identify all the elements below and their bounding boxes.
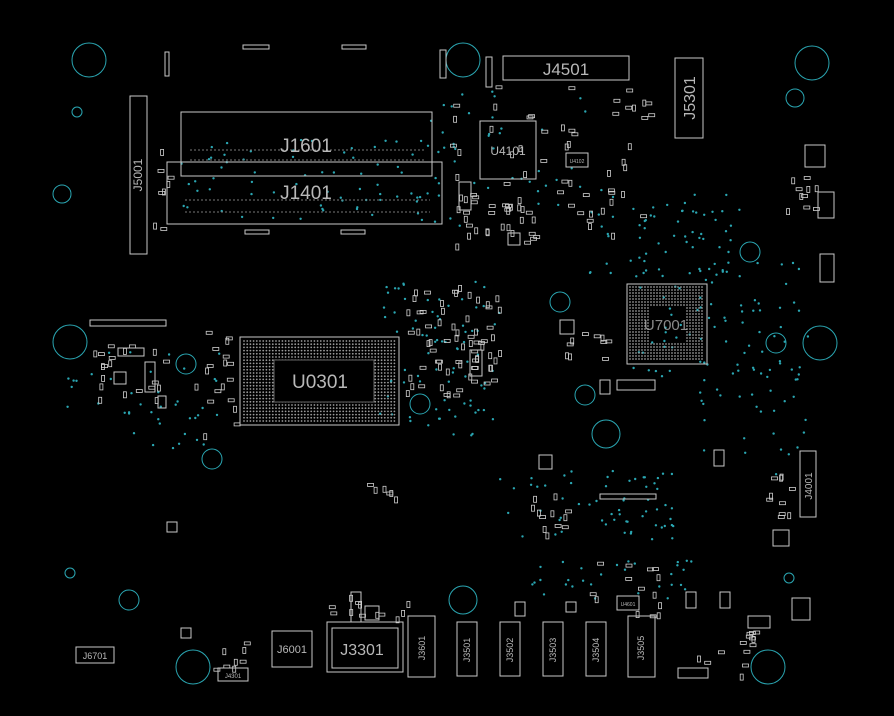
j6701-label: J6701 [83, 651, 108, 661]
connector-j3601: J3601 [407, 615, 436, 678]
u4101-label: U4101 [490, 144, 526, 158]
connector-j5301: J5301 [674, 57, 704, 139]
mounting-hole [52, 324, 88, 360]
mounting-hole [750, 649, 786, 685]
j4301-label: J4301 [225, 674, 242, 680]
header-strip [89, 319, 167, 327]
chip-u4102: U4102 [565, 152, 589, 168]
connector-j3301: J3301 [326, 621, 404, 673]
chip-u4601: U4601 [616, 595, 640, 611]
header-strip [164, 51, 170, 77]
mounting-hole [574, 384, 596, 406]
mounting-hole [409, 393, 431, 415]
mounting-hole [175, 353, 197, 375]
header-strip [485, 56, 493, 88]
connector-j6001: J6001 [271, 630, 313, 668]
mounting-hole [201, 448, 223, 470]
mounting-hole [783, 572, 795, 584]
chip-u7001: U7001 [626, 283, 708, 365]
mounting-hole [794, 45, 830, 81]
connector-j5001: J5001 [129, 95, 148, 255]
j3504-label: J3504 [591, 638, 601, 663]
connector-j3504: J3504 [585, 621, 607, 677]
mounting-hole [71, 106, 83, 118]
passive-components [93, 85, 820, 681]
header-strip [439, 49, 447, 79]
mounting-hole [445, 42, 481, 78]
j3601-label: J3601 [417, 636, 427, 661]
chip-u4101: U4101 [479, 120, 537, 180]
mounting-hole [71, 42, 107, 78]
misc-outlines [113, 144, 835, 679]
j3505-label: J3505 [636, 636, 646, 661]
connector-j4501: J4501 [502, 55, 630, 81]
mounting-hole [591, 419, 621, 449]
connector-j1601: J1601 [180, 111, 433, 177]
mounting-hole [118, 589, 140, 611]
j3301-label: J3301 [340, 642, 384, 659]
chip-u0301: U0301 [239, 336, 400, 426]
connector-j4001: J4001 [799, 450, 817, 518]
u0301-label: U0301 [292, 372, 348, 393]
header-strip [242, 44, 270, 50]
mounting-hole [785, 88, 805, 108]
connector-j6701: J6701 [75, 646, 115, 664]
j3502-label: J3502 [505, 638, 515, 663]
header-strip [341, 44, 367, 50]
j3503-label: J3503 [548, 638, 558, 663]
j1401-label: J1401 [280, 183, 332, 204]
header-strip [340, 229, 366, 235]
via-field [66, 90, 810, 600]
header-strip [244, 229, 270, 235]
mounting-hole [549, 291, 571, 313]
j4001-label: J4001 [804, 472, 815, 500]
u4601-label: U4601 [621, 602, 636, 608]
u4102-label: U4102 [570, 159, 585, 165]
mounting-holes [52, 42, 838, 685]
j3501-label: J3501 [462, 638, 472, 663]
mounting-hole [175, 649, 211, 685]
j1601-label: J1601 [280, 136, 332, 157]
header-strip [599, 493, 657, 500]
u7001-label: U7001 [644, 317, 688, 334]
connector-j3503: J3503 [542, 621, 564, 677]
j5001-label: J5001 [131, 158, 145, 191]
connector-j3502: J3502 [499, 621, 521, 677]
j4501-label: J4501 [543, 60, 589, 79]
connector-j3501: J3501 [456, 621, 478, 677]
connector-j3505: J3505 [627, 615, 656, 678]
mounting-hole [765, 332, 787, 354]
j5301-label: J5301 [682, 76, 699, 120]
j6001-label: J6001 [277, 644, 307, 656]
mounting-hole [64, 567, 76, 579]
connector-j4301: J4301 [217, 667, 249, 682]
connector-j1401: J1401 [166, 161, 443, 225]
mounting-hole [739, 241, 761, 263]
mounting-hole [802, 325, 838, 361]
mounting-hole [448, 585, 478, 615]
mounting-hole [52, 184, 72, 204]
